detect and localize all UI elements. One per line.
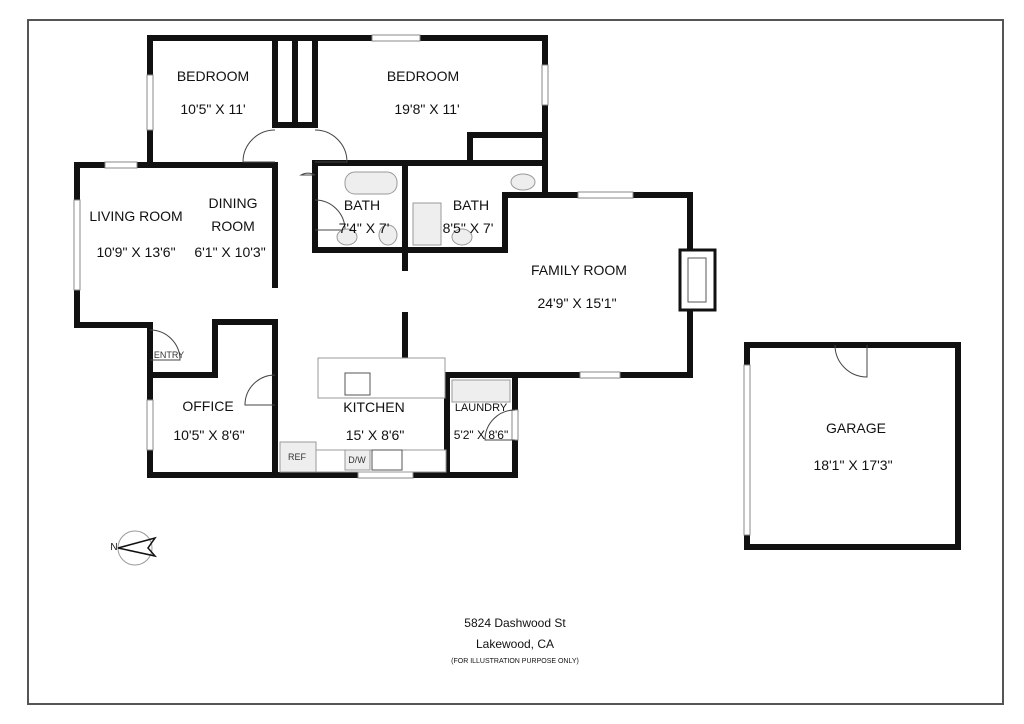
sink-icon: [371, 449, 403, 471]
room-size: 6'1" X 10'3": [194, 244, 266, 260]
stove-icon: [344, 372, 371, 396]
address: 5824 Dashwood St: [464, 616, 566, 630]
room-name: DINING: [208, 195, 258, 211]
room-size: 15' X 8'6": [345, 427, 405, 443]
room-size: 18'1" X 17'3": [813, 457, 893, 473]
toilet-icon: [378, 224, 398, 246]
doors: [149, 129, 868, 441]
room-name: LIVING ROOM: [89, 208, 183, 224]
compass-icon: [117, 530, 158, 566]
washer-dryer-icon: [451, 379, 511, 403]
room-name: FAMILY ROOM: [531, 262, 627, 278]
kitchen-counter: [317, 357, 446, 399]
room-name: BATH: [343, 197, 381, 213]
page-frame: [27, 19, 1004, 705]
toilet-icon: [510, 173, 536, 191]
fixtures-drawing: [279, 171, 717, 473]
sink-icon: [451, 228, 473, 246]
room-name: ROOM: [211, 218, 255, 234]
room-size: 8'5" X 7': [442, 220, 494, 236]
room-size: 10'9" X 13'6": [96, 244, 176, 260]
room-name: BATH: [452, 197, 490, 213]
room-size: 5'2" X 8'6": [453, 428, 509, 442]
room-size: 19'8" X 11': [394, 101, 460, 117]
room-size: 24'9" X 15'1": [537, 295, 617, 311]
refrigerator-icon: [279, 441, 317, 473]
windows: [73, 34, 751, 536]
dw-label: D/W: [348, 455, 366, 465]
dishwasher-icon: [344, 449, 371, 471]
walls: [74, 35, 961, 550]
room-name: BEDROOM: [386, 68, 460, 84]
disclaimer: (FOR ILLUSTRATION PURPOSE ONLY): [451, 658, 579, 665]
room-name: KITCHEN: [343, 399, 405, 415]
room-name: BEDROOM: [176, 68, 250, 84]
shower-icon: [412, 202, 442, 246]
room-name: OFFICE: [182, 398, 234, 414]
sink-icon: [336, 228, 358, 246]
room-size: 7'4" X 7': [338, 220, 390, 236]
room-size: 10'5" X 11': [180, 101, 246, 117]
bathtub-icon: [344, 171, 398, 195]
ref-label: REF: [288, 452, 306, 462]
room-size: 10'5" X 8'6": [173, 427, 245, 443]
room-name: GARAGE: [826, 420, 886, 436]
compass-label: N: [110, 542, 118, 553]
entry-label: ENTRY: [153, 350, 185, 360]
room-name: LAUNDRY: [454, 402, 508, 414]
city: Lakewood, CA: [475, 637, 555, 651]
